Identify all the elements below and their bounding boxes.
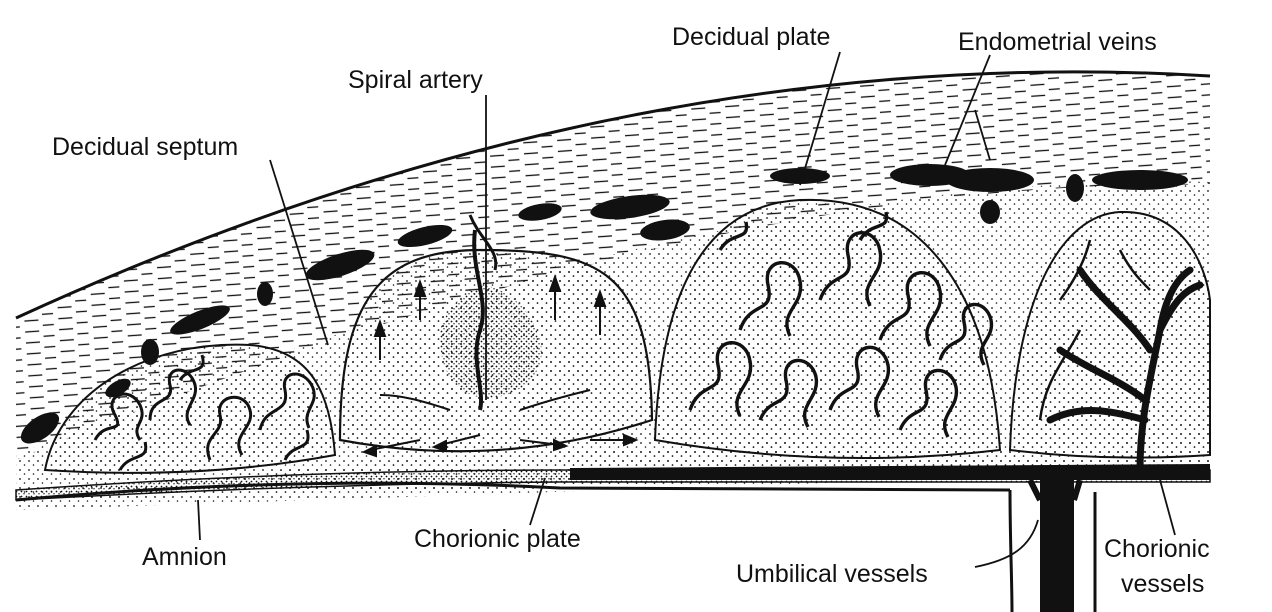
blood-flow-arrows — [361, 274, 639, 458]
endometrial-vein-blobs — [20, 164, 1188, 444]
label-chorionic-plate: Chorionic plate — [414, 525, 581, 553]
leader-lines — [197, 51, 1176, 568]
label-decidual-plate: Decidual plate — [672, 23, 831, 51]
label-spiral-artery: Spiral artery — [348, 66, 483, 94]
right-cotyledon — [1008, 210, 1211, 474]
label-decidual-septum: Decidual septum — [52, 133, 239, 161]
label-chorionic-vessels-line1: Chorionic — [1104, 535, 1210, 563]
left-cotyledon — [43, 343, 337, 474]
label-amnion: Amnion — [142, 543, 227, 571]
spiral-artery — [439, 214, 542, 411]
label-endometrial-veins: Endometrial veins — [958, 28, 1157, 56]
umbilical-cord — [1008, 475, 1097, 612]
middle-cotyledon — [653, 198, 1002, 459]
amnion-line — [15, 481, 1011, 502]
label-umbilical-vessels: Umbilical vessels — [736, 560, 928, 588]
label-chorionic-vessels-line2: vessels — [1121, 570, 1205, 598]
